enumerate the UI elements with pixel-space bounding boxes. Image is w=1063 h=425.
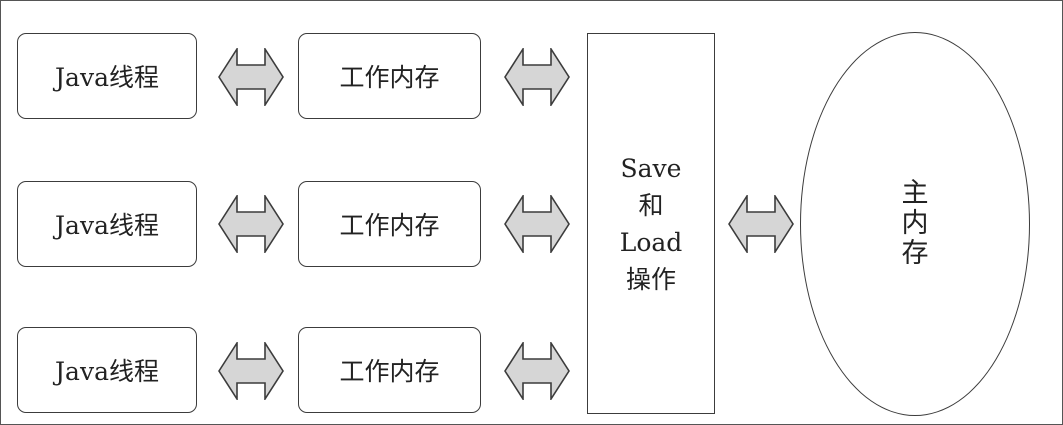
main-memory-char-2: 内 — [901, 208, 929, 239]
operations-line-save: Save — [620, 153, 682, 183]
operations-line-load: Load — [619, 227, 683, 257]
java-thread-box: Java线程 — [17, 327, 197, 413]
double-arrow-icon — [218, 195, 284, 253]
double-arrow-icon — [504, 195, 570, 253]
java-thread-box: Java线程 — [17, 33, 197, 119]
working-memory-box: 工作内存 — [298, 33, 481, 119]
java-thread-box: Java线程 — [17, 181, 197, 267]
working-memory-label: 工作内存 — [339, 211, 440, 240]
java-thread-label: Java线程 — [55, 211, 159, 240]
save-load-operations-box: Save 和 Load 操作 — [587, 33, 715, 414]
working-memory-label: 工作内存 — [339, 63, 440, 92]
double-arrow-icon — [218, 342, 284, 400]
double-arrow-icon — [504, 48, 570, 106]
double-arrow-icon — [728, 195, 794, 253]
main-memory-char-3: 存 — [901, 238, 929, 269]
double-arrow-icon — [218, 48, 284, 106]
working-memory-box: 工作内存 — [298, 327, 481, 413]
working-memory-label: 工作内存 — [339, 357, 440, 386]
operations-line-and: 和 — [638, 190, 664, 220]
java-thread-label: Java线程 — [55, 63, 159, 92]
working-memory-box: 工作内存 — [298, 181, 481, 267]
main-memory-char-1: 主 — [901, 178, 929, 209]
double-arrow-icon — [504, 342, 570, 400]
java-thread-label: Java线程 — [55, 357, 159, 386]
main-memory-ellipse: 主 内 存 — [800, 32, 1030, 416]
operations-line-ops: 操作 — [625, 264, 676, 294]
